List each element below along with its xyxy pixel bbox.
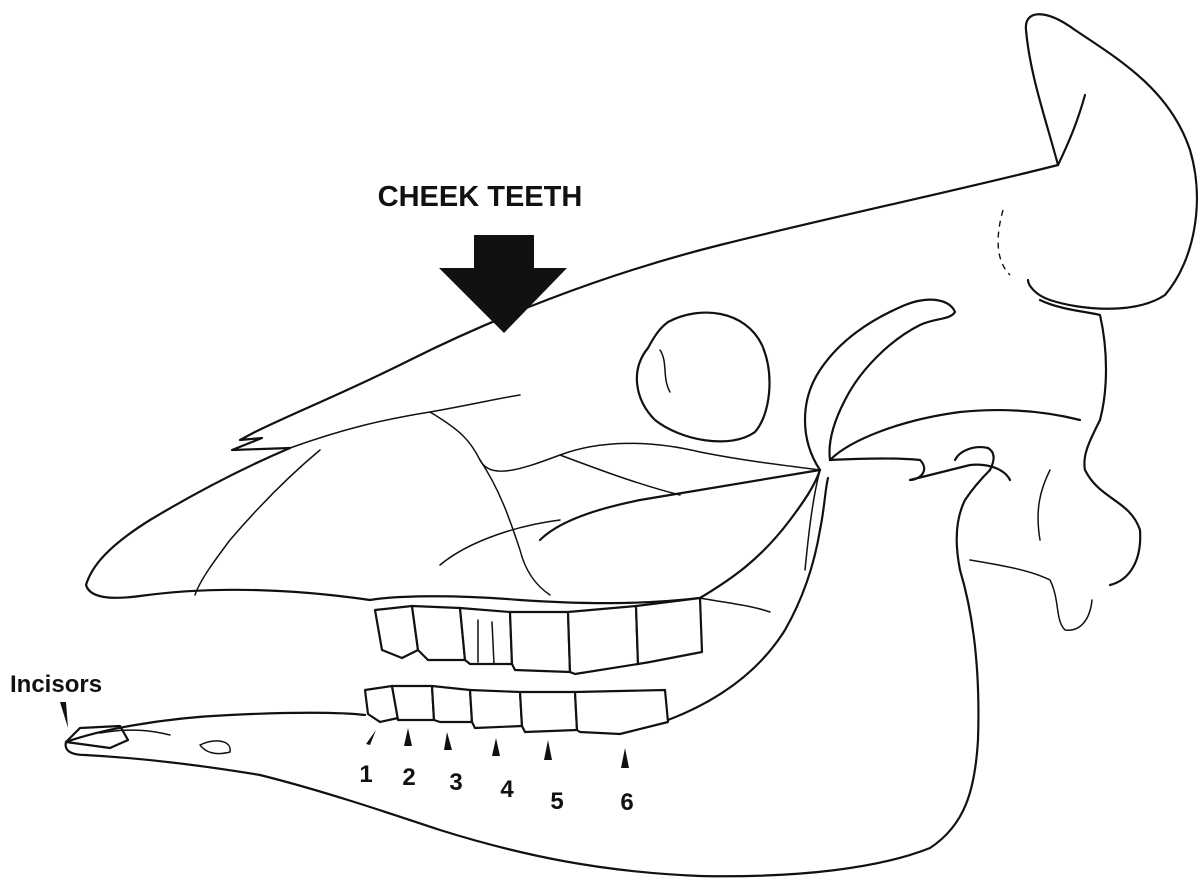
tooth-number-3: 3 — [449, 769, 462, 796]
tooth-number-1: 1 — [359, 761, 372, 788]
tooth-number-2: 2 — [402, 764, 415, 791]
tooth-number-6: 6 — [620, 789, 633, 816]
lower-cheek-teeth — [365, 686, 668, 734]
tooth-number-labels: 1 2 3 4 5 6 — [359, 761, 633, 816]
cheek-teeth-heading: CHEEK TEETH — [378, 181, 583, 213]
incisors-label: Incisors — [10, 671, 102, 698]
upper-cheek-teeth — [375, 598, 702, 674]
upper-skull — [86, 165, 1140, 630]
orbit — [637, 313, 770, 442]
tooth-number-5: 5 — [550, 788, 563, 815]
incisor — [66, 726, 128, 748]
tooth-number-4: 4 — [500, 776, 514, 803]
horn — [998, 14, 1197, 309]
